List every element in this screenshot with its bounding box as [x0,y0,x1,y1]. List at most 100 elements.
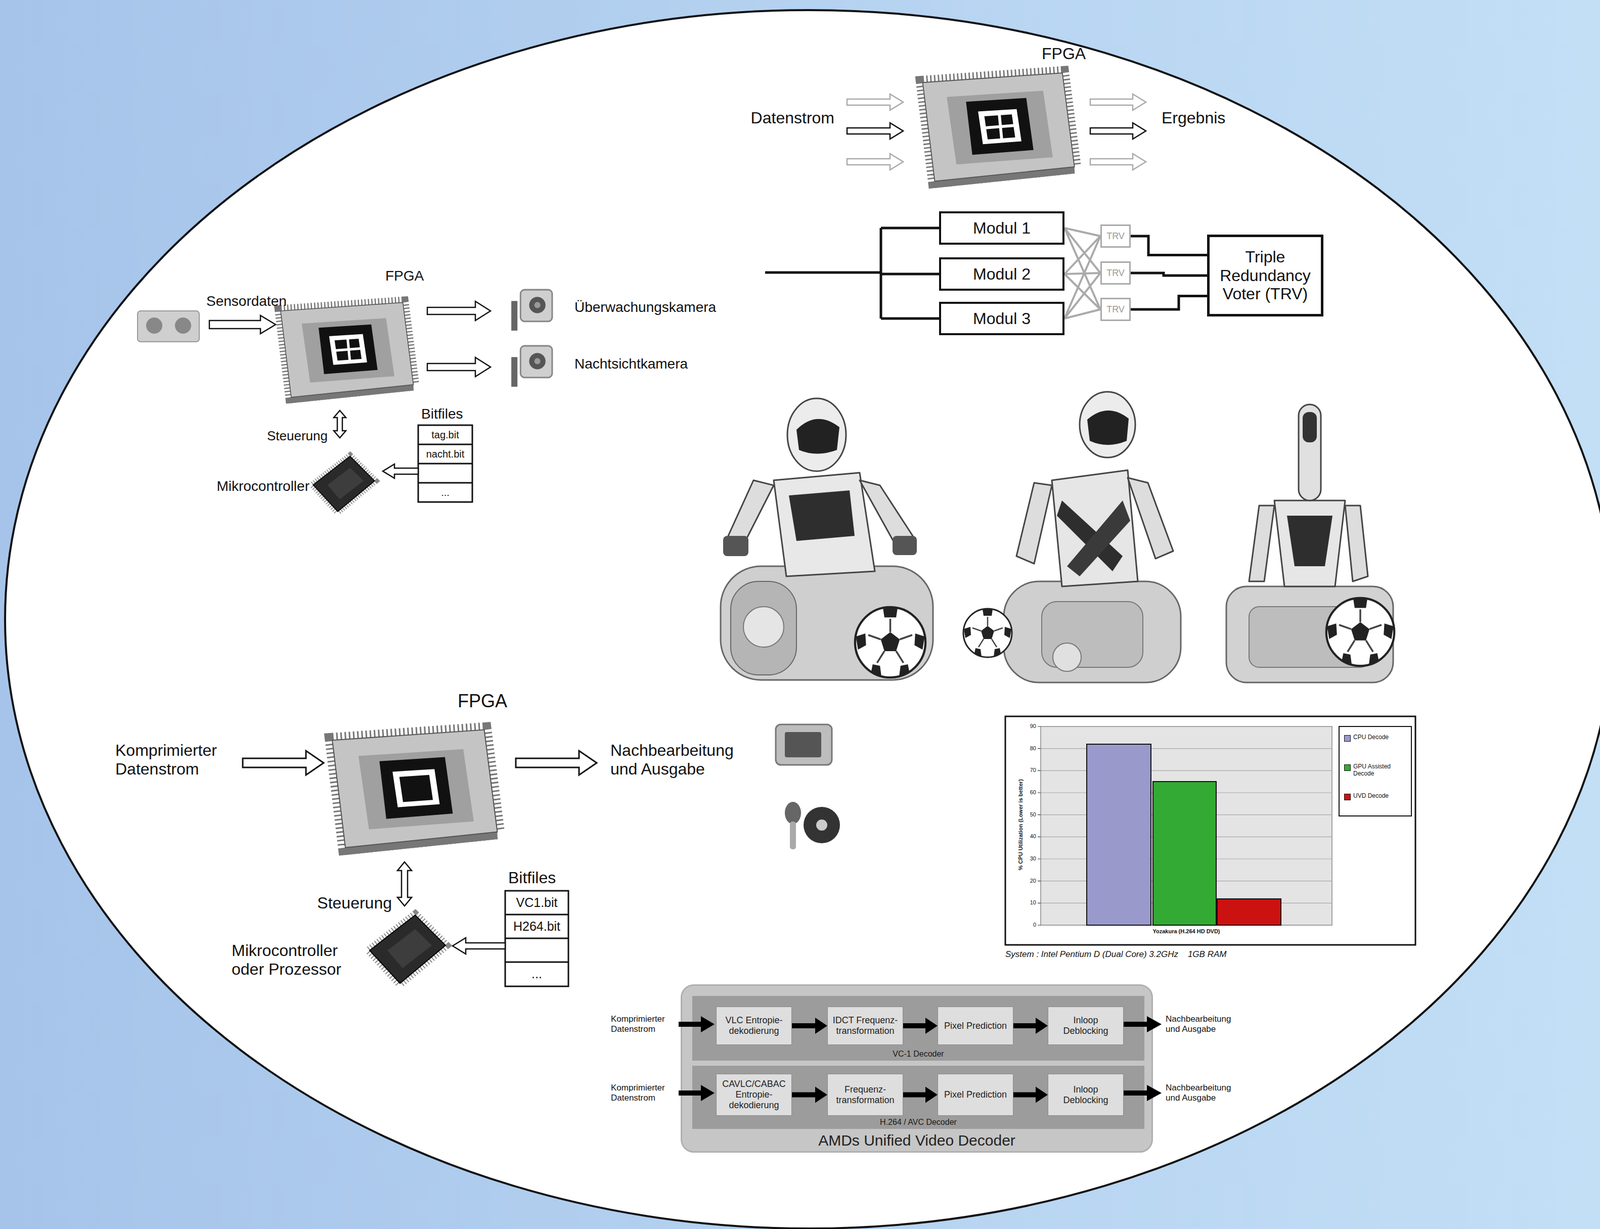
axis-tick: 40 [1030,833,1037,840]
robot-illustration [1079,391,1136,458]
legend-text: UVD Decode [1353,792,1408,800]
bar-chart [1040,726,1332,926]
node-text: Triple Redundancy Voter (TRV) [1212,247,1318,304]
legend-swatch [1344,735,1351,742]
legend-swatch [1344,764,1351,772]
connector [903,1092,927,1098]
text-label: System : Intel Pentium D (Dual Core) 3.2… [1005,949,1227,960]
node-text: Modul 2 [972,264,1031,284]
stream-arrow [700,1016,715,1033]
robot-illustration [730,581,797,676]
connector [1064,273,1101,319]
text-label: Sensordaten [206,293,287,310]
fpga-stream [1090,94,1146,111]
connector [791,1092,817,1098]
robot-illustration [787,398,847,472]
process-box: Pixel Prediction [937,1074,1014,1117]
node-text: Frequenz-transformation [830,1084,900,1106]
decoder-fpga [515,750,597,776]
text-label: Datenstrom [750,108,835,128]
process-box: IDCT Frequenz-transformation [827,1006,904,1046]
stream-arrow [678,1090,703,1096]
node-text: H.264 / AVC Decoder [879,1118,957,1128]
stream-arrow [700,1085,715,1102]
node-text: Inloop Deblocking [1051,1084,1121,1106]
axis-tick: 80 [1030,745,1037,752]
text-label: Mikrocontroller [216,478,310,495]
connector [1064,236,1101,275]
connector [1064,309,1101,319]
fpga-stream [1090,153,1146,170]
decoder-fpga [332,730,498,856]
robot-illustration [1016,482,1052,564]
bar-chart [1339,726,1412,817]
arrow-head [815,1017,828,1035]
robot-illustration [1067,500,1131,577]
voter-box: TRV [1100,297,1131,322]
decoder-fpga [784,732,822,758]
node-text: Pixel Prediction [944,1020,1007,1032]
robot-illustration [892,536,917,556]
process-box: CAVLC/CABAC Entropie-dekodierung [716,1074,792,1117]
decoder-fpga [784,802,802,825]
bar-chart [1086,744,1151,926]
decoder-fpga [775,724,832,766]
sensor-fpga [174,317,192,334]
node-text: IDCT Frequenz-transformation [830,1015,900,1037]
robot-illustration [1087,410,1129,446]
text-label: FPGA [385,268,424,285]
decoder-fpga [242,750,324,776]
axis-tick: 30 [1030,855,1037,863]
sensor-fpga [427,301,491,321]
robot-illustration [1249,505,1275,582]
bar-chart [1217,899,1281,926]
robot-illustration [1326,598,1395,666]
fpga-stream [922,72,1075,189]
sensor-fpga [280,302,414,404]
arrow-head [1035,1087,1048,1104]
node-text: TRV [1106,231,1125,242]
node-text: VC-1 Decoder [892,1049,944,1059]
text-label: Nachbearbeitung und Ausgabe [1165,1083,1239,1103]
arrow-head [925,1087,938,1104]
text-label: Steuerung [267,428,328,444]
legend-text: GPU Assisted Decode [1353,763,1408,778]
connector [1064,236,1101,319]
axis-tick: 70 [1030,767,1037,774]
bar-chart [1005,716,1416,946]
text-label: Bitfiles [421,406,463,423]
axis-tick: 90 [1030,723,1037,730]
table-cell: VC1.bit [505,891,569,915]
robot-illustration [743,606,784,648]
text-label: Steuerung [317,894,392,913]
axis-tick: 50 [1030,811,1037,819]
robot-illustration [1302,412,1317,443]
robot-illustration [1051,470,1138,587]
sensor-fpga [427,357,491,377]
text-label: FPGA [1041,44,1086,64]
process-box: Inloop Deblocking [1047,1074,1124,1117]
text-label: Komprimierter Datenstrom [115,741,235,779]
text-label: FPGA [457,690,508,712]
fpga-stream [847,94,904,111]
fpga-stream [1090,122,1146,140]
process-box: Inloop Deblocking [1047,1006,1124,1046]
robot-illustration [1127,477,1174,559]
decoder-fpga [452,938,506,955]
stream-arrow [1122,1021,1149,1028]
legend-text: CPU Decode [1353,734,1408,742]
module-box: Modul 2 [939,257,1065,291]
robot-illustration [1003,581,1181,683]
sensor-fpga [335,338,362,361]
axis-tick: 20 [1030,877,1037,885]
module-box: Modul 1 [939,211,1065,245]
node-text: AMDs Unified Video Decoder [818,1132,1016,1150]
sensor-fpga [137,289,553,512]
connector [1013,1023,1037,1029]
table-cell: ... [505,962,569,987]
connector [1013,1092,1037,1098]
connector [1130,296,1208,310]
text-label: Nachbearbeitung und Ausgabe [1165,1014,1239,1035]
voter-box: TRV [1100,224,1131,248]
axis-tick: 0 [1033,921,1037,929]
